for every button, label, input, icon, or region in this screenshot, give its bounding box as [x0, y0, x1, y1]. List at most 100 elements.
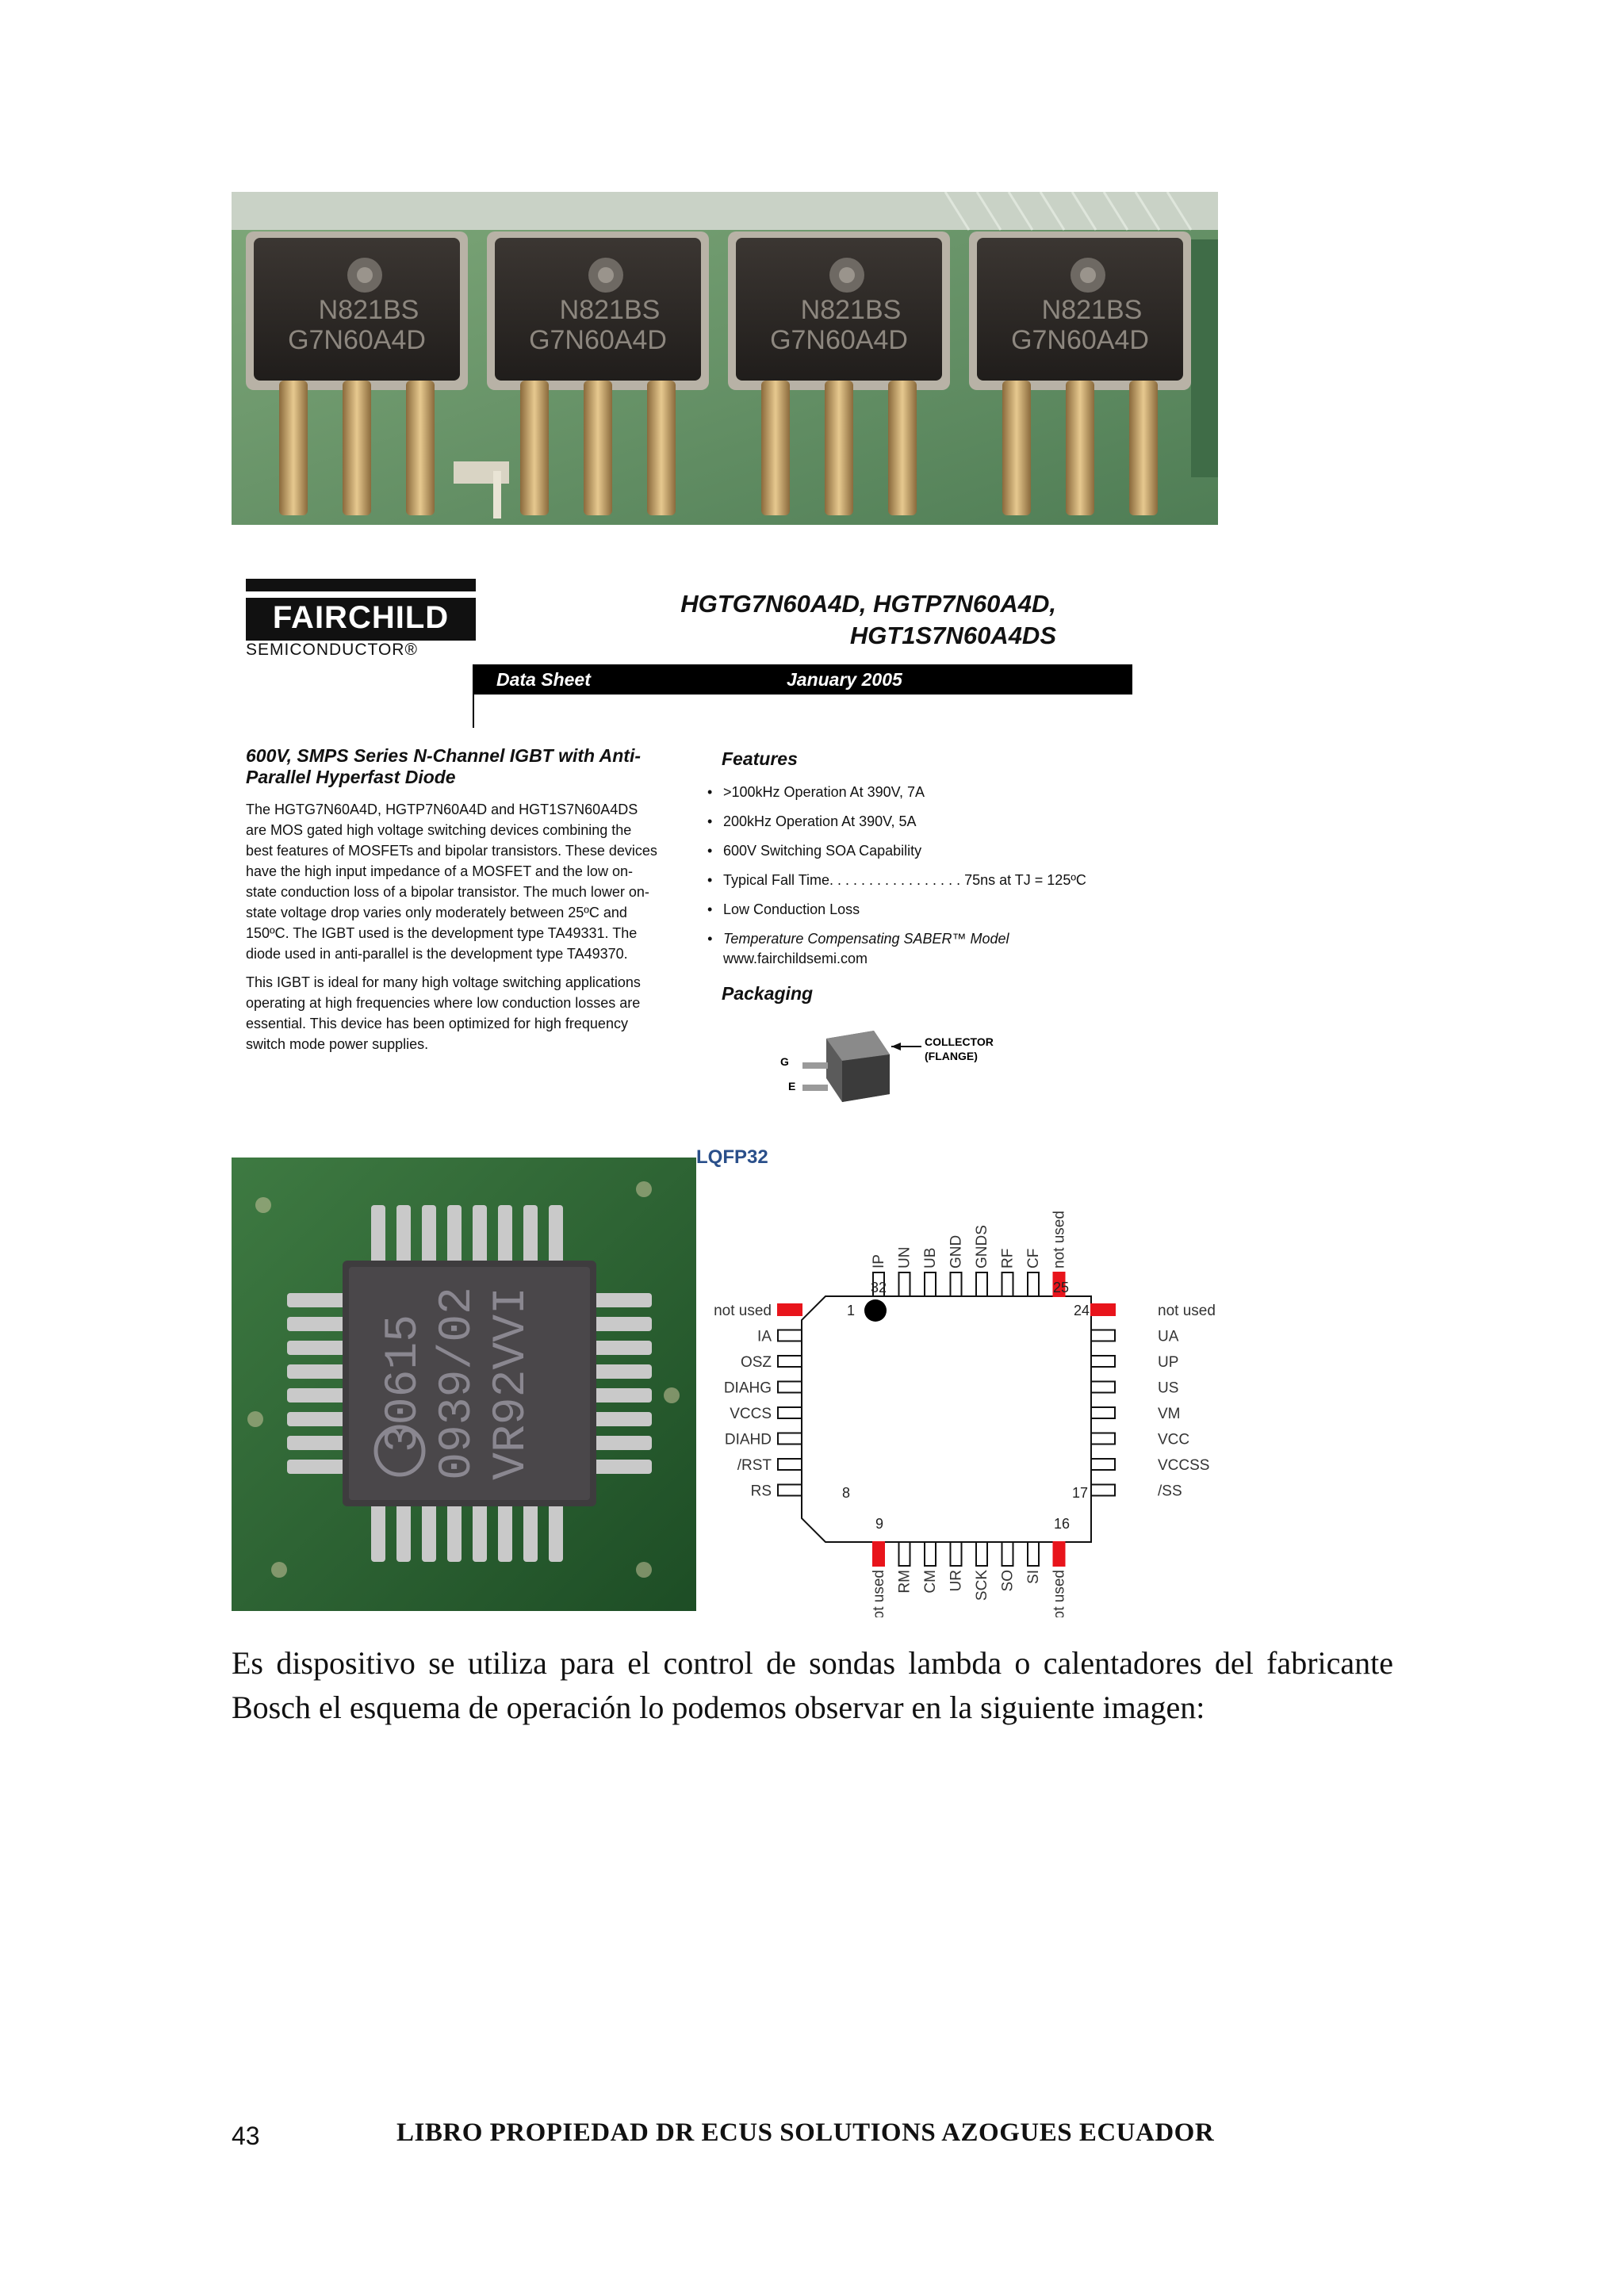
pin-top [1027, 1272, 1040, 1297]
chip-lead [287, 1436, 350, 1450]
pin-label-bottom: not used [1051, 1570, 1068, 1617]
datasheet-heading: 600V, SMPS Series N-Channel IGBT with An… [246, 745, 642, 787]
packaging-heading: Packaging [722, 983, 814, 1004]
pin-label-top: UB [922, 1248, 939, 1269]
chip-lead [287, 1317, 350, 1331]
chip-lead [498, 1498, 512, 1562]
feature-item: Typical Fall Time. . . . . . . . . . . .… [707, 870, 1086, 890]
body-paragraph: Es dispositivo se utiliza para el contro… [232, 1641, 1393, 1730]
feature-item: Low Conduction Loss [707, 899, 860, 920]
pin-number: 8 [842, 1485, 850, 1501]
pin-label-top: GNDS [974, 1225, 990, 1269]
chip-lead [287, 1388, 350, 1402]
pin-label-bottom: UR [948, 1570, 965, 1591]
pin-top [975, 1272, 988, 1297]
pin-left [777, 1355, 802, 1368]
description-2: This IGBT is ideal for many high voltage… [246, 974, 641, 1052]
pin-label-left: DIAHG [724, 1380, 772, 1397]
chip-marking-1: N821BS [1042, 295, 1143, 325]
logo-bar [246, 579, 476, 591]
pin-label-right: UP [1158, 1354, 1178, 1371]
pin-label-right: VCC [1158, 1432, 1189, 1448]
pin1-marker [864, 1299, 887, 1322]
features-heading: Features [722, 748, 798, 769]
pin-number: 17 [1072, 1485, 1088, 1501]
pin-label-right: US [1158, 1380, 1178, 1397]
chip-lead [588, 1293, 652, 1307]
pin-number: 9 [875, 1516, 883, 1532]
chip-lead [588, 1317, 652, 1331]
chip-marking-2: 0939/02 [432, 1287, 484, 1480]
chip-marking-1: N821BS [319, 295, 419, 325]
chip-lead [287, 1341, 350, 1355]
pin-label-left: VCCS [730, 1406, 772, 1422]
pin-label-bottom: RM [897, 1570, 914, 1594]
pin-right [1090, 1303, 1116, 1316]
pin-bottom [872, 1541, 885, 1567]
feature-link: www.fairchildsemi.com [723, 951, 868, 966]
pin-label-left: OSZ [741, 1354, 772, 1371]
part-title-line2: HGT1S7N60A4DS [849, 622, 1056, 649]
pin-bottom [975, 1541, 988, 1567]
feature-item: 200kHz Operation At 390V, 5A [707, 811, 916, 832]
pin-top [1052, 1272, 1066, 1297]
collector-label-1: COLLECTOR [925, 1035, 994, 1048]
pin-right [1090, 1458, 1116, 1471]
pin-number: 16 [1054, 1516, 1070, 1532]
pin-bottom [949, 1541, 963, 1567]
datasheet-excerpt: FAIRCHILD SEMICONDUCTOR® HGTG7N60A4D, HG… [232, 555, 1167, 1134]
pin-label-right: /SS [1158, 1483, 1182, 1500]
chip-lead [588, 1436, 652, 1450]
chip-lead [588, 1364, 652, 1379]
pin-label-bottom: CM [922, 1570, 939, 1594]
pin-label-left: DIAHD [725, 1432, 772, 1448]
band-date: January 2005 [787, 669, 902, 690]
pin-left [777, 1458, 802, 1471]
pin-label-top: GND [948, 1235, 965, 1269]
collector-label: COLLECTOR (FLANGE) [925, 1035, 994, 1063]
logo-subtitle: SEMICONDUCTOR® [246, 641, 418, 659]
chip-marking-1: N821BS [560, 295, 661, 325]
logo-underline [246, 637, 476, 641]
pin-bottom [924, 1541, 936, 1567]
pin-right [1090, 1432, 1116, 1445]
chip-lead [371, 1498, 385, 1562]
pin-number: 1 [847, 1303, 855, 1318]
fairchild-logo: FAIRCHILD [246, 598, 476, 637]
chip-lead [523, 1205, 538, 1269]
body-line-1: Es dispositivo se utiliza para el contro… [232, 1645, 1393, 1681]
chip-lead [523, 1498, 538, 1562]
chip-marking-3: VR92VVI [486, 1287, 538, 1480]
chip-lead [473, 1498, 487, 1562]
chip-lead [588, 1341, 652, 1355]
pin-bottom [1001, 1541, 1014, 1567]
pin-right [1090, 1355, 1116, 1368]
pin-label-top: UN [897, 1247, 914, 1269]
pin-label-bottom: SI [1025, 1570, 1042, 1584]
chip-lead [287, 1364, 350, 1379]
pin-label-bottom: SCK [974, 1570, 990, 1601]
pin-label-top: CF [1025, 1249, 1042, 1269]
chip-lead [447, 1205, 462, 1269]
pin-label-bottom: not used [871, 1570, 887, 1617]
pin-label-left: IA [757, 1329, 772, 1345]
pin-top [872, 1272, 885, 1297]
pin-top [898, 1272, 911, 1297]
collector-label-2: (FLANGE) [925, 1050, 978, 1062]
chip-lead [287, 1460, 350, 1474]
description-1: The HGTG7N60A4D, HGTP7N60A4D and HGT1S7N… [246, 802, 657, 962]
chip-marking-2: G7N60A4D [1011, 325, 1149, 355]
chip-lead [473, 1205, 487, 1269]
chip-lead [588, 1412, 652, 1426]
chip-lead [549, 1498, 563, 1562]
chip-lead [588, 1388, 652, 1402]
pin-number: 32 [871, 1280, 887, 1295]
pin-top [949, 1272, 963, 1297]
part-title-line1: HGTG7N60A4D, HGTP7N60A4D, [680, 590, 1056, 618]
chip-lead [498, 1205, 512, 1269]
chip-lead [287, 1293, 350, 1307]
